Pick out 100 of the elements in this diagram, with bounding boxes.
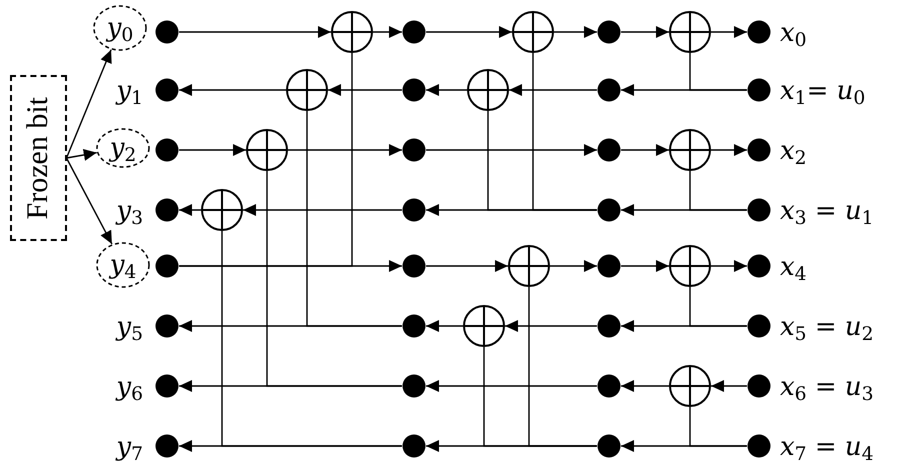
arrow bbox=[66, 49, 112, 158]
xor-symbol bbox=[669, 365, 711, 407]
arrow bbox=[505, 320, 597, 332]
xor-symbol bbox=[508, 245, 550, 287]
xor-symbol bbox=[669, 245, 711, 287]
filled-dot bbox=[597, 138, 621, 162]
dashed-circle bbox=[96, 242, 150, 288]
arrow bbox=[243, 204, 402, 216]
filled-dot bbox=[155, 20, 179, 44]
filled-dot bbox=[597, 434, 621, 458]
filled-dot bbox=[597, 198, 621, 222]
arrow bbox=[621, 260, 669, 272]
variable-label: y$_{7}$ bbox=[116, 434, 143, 460]
arrow bbox=[426, 380, 597, 392]
arrow bbox=[711, 260, 747, 272]
arrow bbox=[711, 26, 747, 38]
variable-label: y$_{3}$ bbox=[116, 198, 143, 224]
connector-line bbox=[689, 287, 747, 327]
filled-dot bbox=[155, 254, 179, 278]
filled-dot bbox=[597, 374, 621, 398]
arrow bbox=[179, 144, 246, 156]
filled-dot bbox=[402, 138, 426, 162]
variable-label: x$_{6}$ = u$_{3}$ bbox=[780, 374, 874, 400]
arrow bbox=[426, 26, 512, 38]
filled-dot bbox=[402, 78, 426, 102]
variable-label: x$_{4}$ bbox=[780, 254, 807, 280]
variable-label: y$_{2}$ bbox=[110, 135, 136, 161]
filled-dot bbox=[155, 434, 179, 458]
xor-symbol bbox=[201, 189, 243, 231]
filled-dot bbox=[747, 254, 771, 278]
filled-dot bbox=[402, 254, 426, 278]
arrow bbox=[426, 84, 467, 96]
connector-line bbox=[689, 53, 747, 91]
xor-symbol bbox=[467, 69, 509, 111]
variable-label: x$_{3}$ = u$_{1}$ bbox=[780, 198, 874, 224]
arrow bbox=[550, 260, 597, 272]
filled-dot bbox=[747, 198, 771, 222]
variable-label: y$_{1}$ bbox=[116, 78, 143, 104]
filled-dot bbox=[747, 374, 771, 398]
filled-dot bbox=[597, 78, 621, 102]
filled-dot bbox=[747, 20, 771, 44]
filled-dot bbox=[597, 20, 621, 44]
vertical-label: Frozen bit bbox=[23, 96, 53, 220]
dashed-circle bbox=[93, 5, 147, 51]
filled-dot bbox=[402, 374, 426, 398]
connector-line bbox=[689, 171, 747, 211]
filled-dot bbox=[155, 314, 179, 338]
connector-line bbox=[689, 407, 747, 447]
variable-label: x$_{0}$ bbox=[780, 20, 807, 46]
connector-line bbox=[266, 171, 402, 387]
arrow bbox=[179, 84, 286, 96]
arrow bbox=[554, 26, 597, 38]
arrow bbox=[509, 84, 597, 96]
dashed-box bbox=[10, 75, 66, 241]
xor-symbol bbox=[669, 129, 711, 171]
filled-dot bbox=[747, 434, 771, 458]
variable-label: y$_{4}$ bbox=[110, 252, 136, 278]
variable-label: x$_{5}$ = u$_{2}$ bbox=[780, 314, 874, 340]
arrow bbox=[621, 144, 669, 156]
xor-symbol bbox=[246, 129, 288, 171]
arrow bbox=[179, 204, 201, 216]
filled-dot bbox=[402, 314, 426, 338]
filled-dot bbox=[402, 198, 426, 222]
connector-line bbox=[306, 111, 402, 327]
variable-label: y$_{6}$ bbox=[116, 374, 143, 400]
filled-dot bbox=[402, 20, 426, 44]
arrow bbox=[426, 320, 463, 332]
xor-symbol bbox=[286, 69, 328, 111]
xor-symbol bbox=[463, 305, 505, 347]
arrow bbox=[426, 260, 508, 272]
xor-symbol bbox=[512, 11, 554, 53]
arrow bbox=[66, 158, 113, 244]
connector-line bbox=[179, 53, 353, 267]
connector-line bbox=[483, 347, 597, 447]
variable-label: x$_{7}$ = u$_{4}$ bbox=[780, 434, 874, 460]
filled-dot bbox=[155, 138, 179, 162]
variable-label: x$_{1}$= u$_{0}$ bbox=[780, 78, 866, 104]
arrow bbox=[288, 144, 402, 156]
variable-label: y$_{5}$ bbox=[116, 314, 143, 340]
arrow bbox=[621, 26, 669, 38]
arrow bbox=[711, 144, 747, 156]
filled-dot bbox=[402, 434, 426, 458]
filled-dot bbox=[597, 314, 621, 338]
connector-line bbox=[221, 231, 402, 447]
variable-label: y$_{0}$ bbox=[106, 15, 134, 41]
xor-symbol bbox=[331, 11, 373, 53]
arrow bbox=[328, 84, 402, 96]
arrow bbox=[179, 26, 331, 38]
filled-dot bbox=[155, 198, 179, 222]
arrow bbox=[66, 149, 97, 161]
connector-line bbox=[487, 111, 597, 211]
arrow bbox=[373, 26, 402, 38]
filled-dot bbox=[747, 138, 771, 162]
arrow bbox=[426, 144, 597, 156]
filled-dot bbox=[597, 254, 621, 278]
arrow bbox=[711, 380, 747, 392]
dashed-circle bbox=[96, 128, 150, 168]
variable-label: x$_{2}$ bbox=[780, 138, 807, 164]
filled-dot bbox=[747, 78, 771, 102]
filled-dot bbox=[155, 374, 179, 398]
